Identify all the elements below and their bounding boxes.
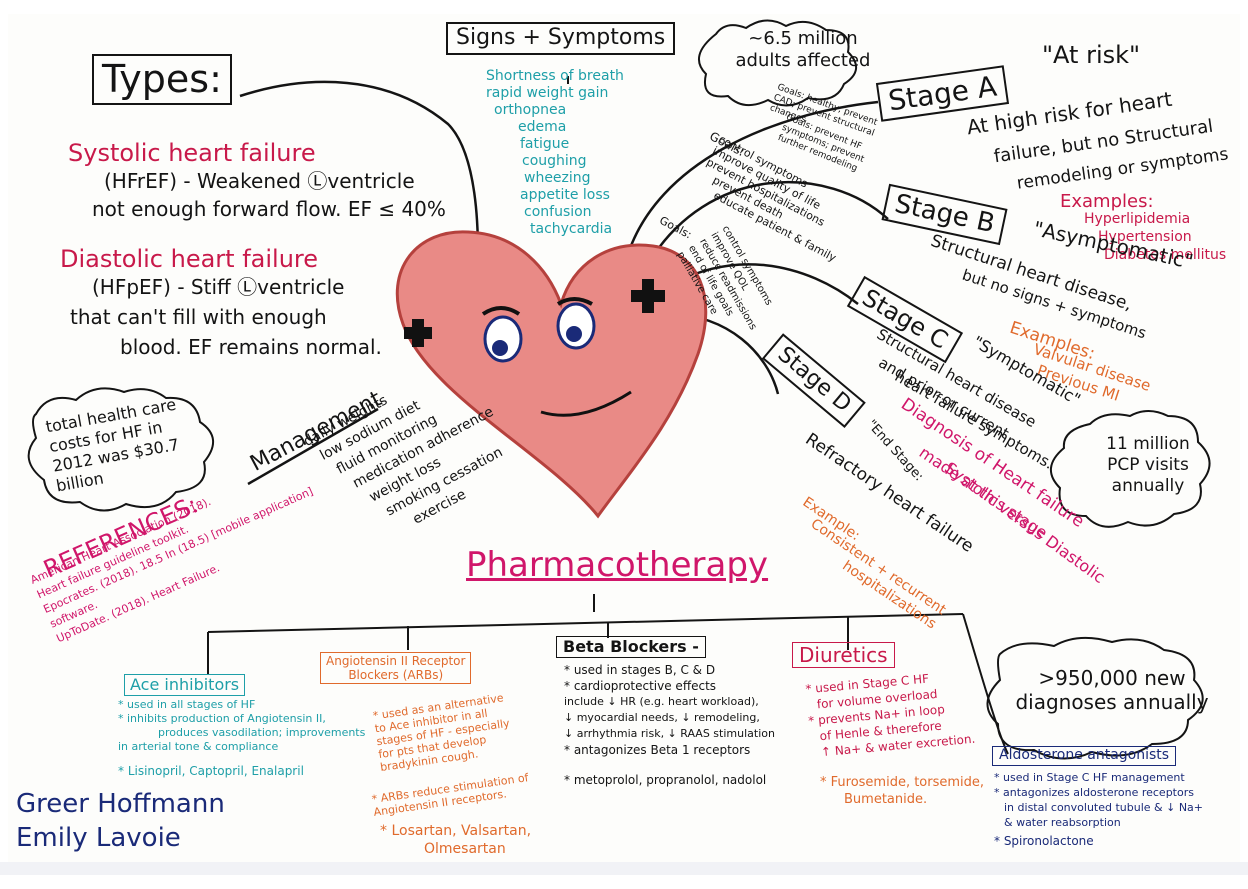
whiteboard: Types: Systolic heart failure (HFrEF) - …	[8, 14, 1240, 862]
signs-item: wheezing	[524, 170, 591, 186]
systolic-desc-2: not enough forward flow. EF ≤ 40%	[92, 197, 446, 221]
author-name: Greer Hoffmann	[16, 789, 225, 819]
aldo-item: * antagonizes aldosterone receptors	[994, 786, 1194, 799]
arb-label: Angiotensin II Receptor	[326, 654, 466, 668]
diuretics-item: * Furosemide, torsemide,	[820, 775, 985, 790]
ace-item: * used in all stages of HF	[118, 698, 256, 711]
beta-item: * cardioprotective effects	[564, 679, 717, 693]
aldo-list: * used in Stage C HF management * antago…	[994, 770, 1203, 849]
diastolic-title: Diastolic heart failure	[60, 245, 319, 273]
beta-item: include ↓ HR (e.g. heart workload),	[564, 695, 759, 708]
aldo-item: & water reabsorption	[1004, 816, 1121, 829]
signs-heading: Signs + Symptoms	[446, 22, 676, 55]
beta-label: Beta Blockers -	[556, 636, 706, 658]
signs-item: orthopnea	[494, 102, 567, 118]
bottom-strip	[0, 862, 1248, 875]
ace-item: in arterial tone & compliance	[118, 740, 279, 753]
signs-item: rapid weight gain	[486, 85, 609, 101]
aldo-item: * used in Stage C HF management	[994, 771, 1185, 784]
signs-item: coughing	[522, 153, 587, 169]
aldo-item: in distal convoluted tubule & ↓ Na+	[1004, 801, 1204, 814]
diuretics-list: * used in Stage C HF for volume overload…	[805, 667, 976, 761]
ace-label: Ace inhibitors	[124, 674, 246, 696]
aldo-label: Aldosterone antagonists	[992, 746, 1177, 766]
signs-item: appetite loss	[520, 187, 610, 203]
stage-a-examples-heading: Examples:	[1060, 191, 1154, 212]
types-heading: Types:	[92, 54, 232, 105]
systolic-title: Systolic heart failure	[68, 139, 316, 167]
beta-item: ↓ myocardial needs, ↓ remodeling,	[564, 711, 760, 724]
signs-item: edema	[518, 119, 567, 135]
beta-item: * used in stages B, C & D	[564, 663, 716, 677]
stage-a-example: Hyperlipidemia	[1084, 211, 1191, 227]
diastolic-desc-2: that can't fill with enough	[70, 305, 327, 329]
signs-list: Shortness of breath rapid weight gain or…	[486, 68, 624, 238]
arb-item: * Losartan, Valsartan,	[380, 823, 532, 839]
arb-label: Blockers (ARBs)	[348, 668, 444, 682]
beta-item: * metoprolol, propranolol, nadolol	[564, 773, 767, 787]
arb-list-3: * Losartan, Valsartan, Olmesartan	[380, 822, 531, 858]
diagnoses-stat: >950,000 new diagnoses annually	[1015, 666, 1209, 714]
stage-a-example: Hypertension	[1098, 229, 1192, 245]
signs-item: Shortness of breath	[486, 68, 624, 84]
pharma-heading: Pharmacotherapy	[466, 545, 769, 585]
stage-a-examples: Hyperlipidemia Hypertension Diabetes mel…	[1084, 210, 1226, 264]
diastolic-desc-3: blood. EF remains normal.	[120, 335, 382, 359]
heart-illustration	[395, 230, 708, 519]
stage-a-quote: "At risk"	[1042, 41, 1141, 69]
diuretics-item: Bumetanide.	[844, 792, 928, 807]
author-name: Emily Lavoie	[16, 823, 181, 853]
connector-lines	[27, 19, 1211, 760]
arb-item: Olmesartan	[424, 841, 506, 857]
beta-item: ↓ arrhythmia risk, ↓ RAAS stimulation	[564, 727, 775, 740]
arb-label-box: Angiotensin II Receptor Blockers (ARBs)	[320, 652, 472, 684]
ace-item: produces vasodilation; improvements	[158, 726, 366, 739]
diuretics-list-2: * Furosemide, torsemide, Bumetanide.	[820, 774, 984, 808]
diastolic-desc-1: (HFpEF) - Stiff Ⓛventricle	[92, 275, 345, 299]
systolic-desc-1: (HFrEF) - Weakened Ⓛventricle	[104, 169, 415, 193]
ace-item: * Lisinopril, Captopril, Enalapril	[118, 764, 304, 778]
signs-item: tachycardia	[530, 221, 613, 237]
signs-item: confusion	[524, 204, 592, 220]
ace-item: * inhibits production of Angiotensin II,	[118, 712, 326, 725]
aldo-item: * Spironolactone	[994, 834, 1094, 848]
diuretics-label: Diuretics	[792, 642, 895, 669]
beta-item: * antagonizes Beta 1 receptors	[564, 743, 751, 757]
adults-affected: ~6.5 million adults affected	[735, 28, 871, 71]
visits-stat: 11 million PCP visits annually	[1106, 434, 1190, 496]
beta-list: * used in stages B, C & D * cardioprotec…	[564, 662, 775, 788]
signs-item: fatigue	[520, 136, 570, 152]
stage-a-example: Diabetes mellitus	[1104, 247, 1227, 263]
ace-list: * used in all stages of HF * inhibits pr…	[118, 698, 365, 778]
